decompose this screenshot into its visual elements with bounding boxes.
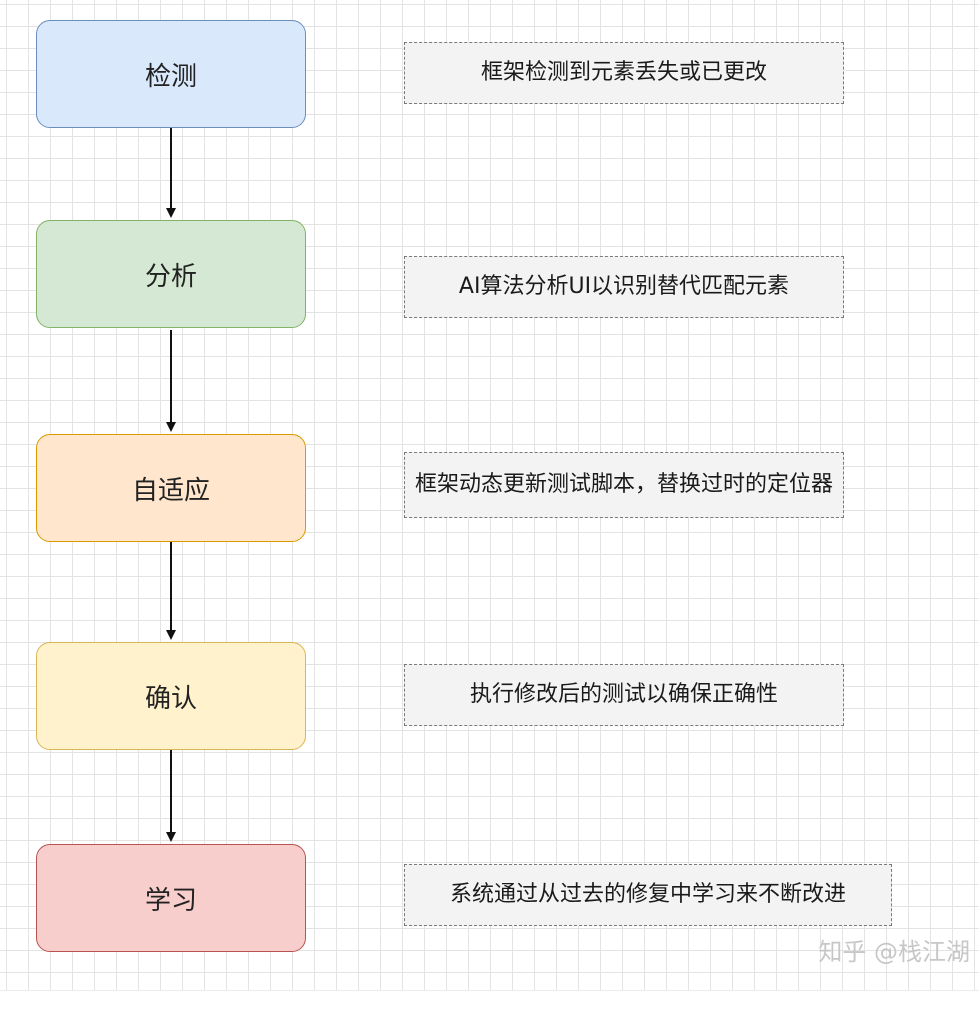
note-adapt-text: 框架动态更新测试脚本，替换过时的定位器 bbox=[414, 472, 833, 497]
step-adapt: 自适应 bbox=[36, 434, 306, 542]
step-analyze-label: 分析 bbox=[144, 261, 197, 292]
step-detect-label: 检测 bbox=[144, 61, 197, 92]
note-adapt: 框架动态更新测试脚本，替换过时的定位器 bbox=[404, 452, 844, 518]
note-confirm-text: 执行修改后的测试以确保正确性 bbox=[469, 682, 778, 707]
note-analyze: AI算法分析UI以识别替代匹配元素 bbox=[404, 256, 844, 318]
step-confirm-label: 确认 bbox=[144, 683, 197, 714]
note-learn: 系统通过从过去的修复中学习来不断改进 bbox=[404, 864, 892, 926]
note-detect-text: 框架检测到元素丢失或已更改 bbox=[480, 60, 767, 85]
step-adapt-label: 自适应 bbox=[131, 475, 210, 506]
note-confirm: 执行修改后的测试以确保正确性 bbox=[404, 664, 844, 726]
step-analyze: 分析 bbox=[36, 220, 306, 328]
note-analyze-text: AI算法分析UI以识别替代匹配元素 bbox=[458, 274, 790, 299]
bottom-strip bbox=[0, 990, 979, 1025]
diagram-canvas: 检测 分析 自适应 确认 学习 框架检测到元素丢失或已更改 AI算法分析UI以识… bbox=[0, 0, 979, 990]
note-detect: 框架检测到元素丢失或已更改 bbox=[404, 42, 844, 104]
step-learn-label: 学习 bbox=[144, 885, 197, 916]
step-detect: 检测 bbox=[36, 20, 306, 128]
note-learn-text: 系统通过从过去的修复中学习来不断改进 bbox=[449, 882, 846, 907]
step-confirm: 确认 bbox=[36, 642, 306, 750]
step-learn: 学习 bbox=[36, 844, 306, 952]
watermark-text: 知乎 @栈江湖 bbox=[818, 938, 970, 966]
